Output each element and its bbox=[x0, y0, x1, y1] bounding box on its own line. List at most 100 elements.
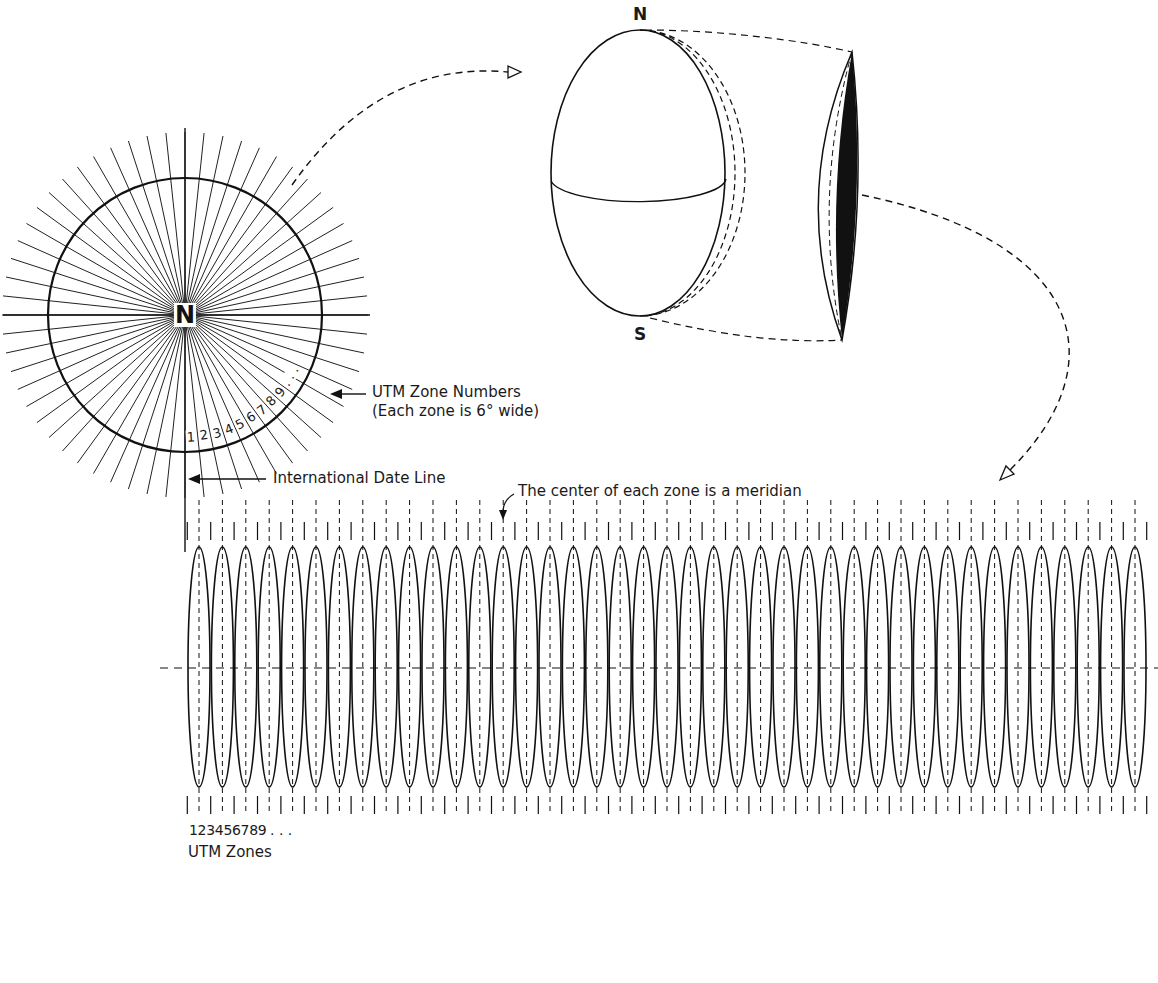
zone-tick bbox=[397, 522, 398, 540]
central-meridian bbox=[199, 500, 200, 815]
zone-tick bbox=[982, 796, 983, 814]
zone-number: 2 bbox=[198, 428, 210, 442]
central-meridian bbox=[386, 500, 387, 815]
zone-tick bbox=[304, 796, 305, 814]
gore-strip bbox=[187, 500, 1146, 815]
zone-tick bbox=[210, 796, 211, 814]
gore-shade bbox=[836, 52, 857, 340]
zone-tick bbox=[421, 522, 422, 540]
date-line bbox=[184, 128, 185, 552]
ellipsis: . . . bbox=[270, 822, 292, 840]
zone-tick bbox=[327, 796, 328, 814]
zone-tick bbox=[444, 796, 445, 814]
central-meridian bbox=[316, 500, 317, 815]
zone-tick bbox=[631, 796, 632, 814]
central-meridian bbox=[503, 500, 504, 815]
zone-tick bbox=[935, 522, 936, 540]
central-meridian bbox=[643, 500, 644, 815]
meridian-spoke bbox=[111, 315, 185, 482]
meridian-spoke bbox=[49, 315, 185, 438]
zone-tick bbox=[468, 522, 469, 540]
zone-tick bbox=[257, 796, 258, 814]
zone-tick bbox=[1099, 796, 1100, 814]
zone-tick bbox=[1029, 522, 1030, 540]
zone-tick bbox=[725, 522, 726, 540]
zone-tick bbox=[748, 796, 749, 814]
central-meridian bbox=[339, 500, 340, 815]
central-meridian bbox=[760, 500, 761, 815]
zone-tick bbox=[491, 522, 492, 540]
central-meridian bbox=[994, 500, 995, 815]
central-meridian bbox=[433, 500, 434, 815]
zone-tick bbox=[280, 796, 281, 814]
zone-tick bbox=[889, 522, 890, 540]
zone-number: 6 bbox=[232, 822, 241, 840]
zone-tick bbox=[327, 522, 328, 540]
zone-number: 5 bbox=[223, 822, 232, 840]
zone-tick bbox=[351, 796, 352, 814]
zone-number: 3 bbox=[206, 822, 215, 840]
central-meridian bbox=[269, 500, 270, 815]
gore-meridian bbox=[829, 52, 852, 340]
meridian-spoke bbox=[185, 157, 277, 316]
meridian-spoke bbox=[185, 315, 308, 451]
central-meridian bbox=[1135, 500, 1136, 815]
arrow-head bbox=[508, 66, 521, 78]
zone-tick bbox=[304, 522, 305, 540]
zone-tick bbox=[935, 796, 936, 814]
zone-tick bbox=[538, 522, 539, 540]
zone-tick bbox=[187, 796, 188, 814]
zone-number: 4 bbox=[215, 822, 224, 840]
arrow-head bbox=[330, 389, 342, 399]
central-meridian bbox=[1018, 500, 1019, 815]
central-meridian bbox=[620, 500, 621, 815]
zone-number: 2 bbox=[198, 822, 207, 840]
zone-tick bbox=[1123, 522, 1124, 540]
zone-tick bbox=[982, 522, 983, 540]
zone-tick bbox=[1146, 796, 1147, 814]
zone-tick bbox=[1099, 522, 1100, 540]
zone-tick bbox=[538, 796, 539, 814]
central-meridian bbox=[737, 500, 738, 815]
meridian-spoke bbox=[3, 315, 185, 334]
zone-tick bbox=[397, 796, 398, 814]
central-meridian bbox=[245, 500, 246, 815]
strip-equator bbox=[160, 667, 1158, 668]
zone-tick bbox=[842, 522, 843, 540]
zone-tick bbox=[280, 522, 281, 540]
zone-tick bbox=[491, 796, 492, 814]
central-meridian bbox=[222, 500, 223, 815]
zone-tick bbox=[1052, 522, 1053, 540]
zone-tick bbox=[1146, 522, 1147, 540]
central-meridian bbox=[526, 500, 527, 815]
meridian-spoke bbox=[185, 241, 352, 315]
central-meridian bbox=[573, 500, 574, 815]
ellipsis: . . . bbox=[278, 362, 301, 388]
zone-tick bbox=[468, 796, 469, 814]
axis-caption: UTM Zones bbox=[188, 843, 272, 862]
callout-note: The center of each zone is a meridian bbox=[518, 482, 802, 501]
central-meridian bbox=[456, 500, 457, 815]
zone-tick bbox=[187, 522, 188, 540]
meridian-spoke bbox=[6, 315, 185, 353]
zone-tick bbox=[842, 796, 843, 814]
meridian-spoke bbox=[185, 315, 352, 389]
gore-cut bbox=[640, 30, 735, 316]
meridian-spoke bbox=[94, 315, 186, 474]
zone-tick bbox=[1052, 796, 1053, 814]
zone-tick bbox=[514, 796, 515, 814]
pole-label: N bbox=[174, 303, 196, 327]
arrow-head bbox=[1000, 466, 1014, 480]
zone-tick bbox=[1006, 796, 1007, 814]
zone-tick bbox=[818, 522, 819, 540]
zone-tick bbox=[351, 522, 352, 540]
meridian-spoke bbox=[27, 224, 186, 316]
zone-tick bbox=[584, 796, 585, 814]
meridian-spoke bbox=[166, 133, 185, 315]
zone-tick bbox=[912, 796, 913, 814]
meridian-spoke bbox=[11, 315, 185, 372]
zone-number: 9 bbox=[258, 822, 267, 840]
meridian-spoke bbox=[185, 193, 321, 316]
zone-tick bbox=[889, 796, 890, 814]
callout-note: International Date Line bbox=[273, 469, 445, 488]
